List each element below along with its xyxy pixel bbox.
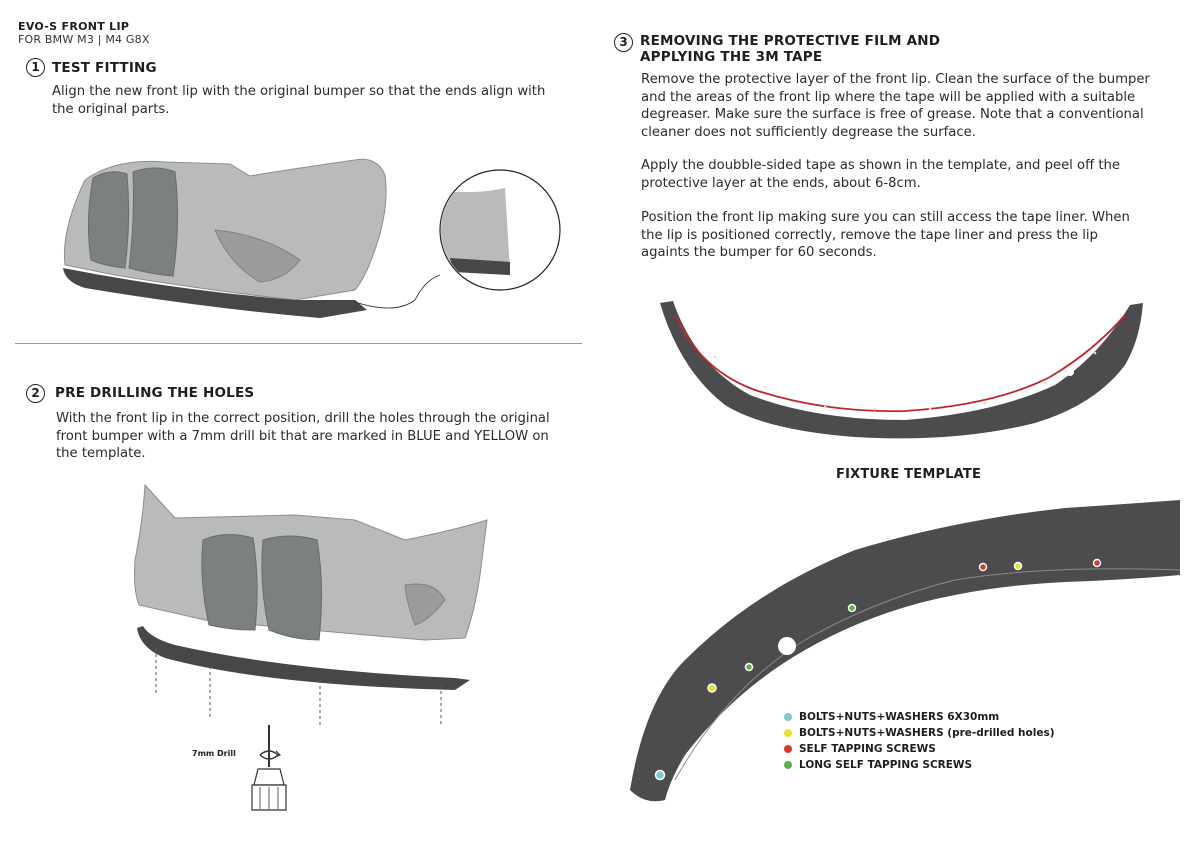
grille-left [201,534,258,631]
legend-label: BOLTS+NUTS+WASHERS 6X30mm [799,711,1000,723]
legend-item: SELF TAPPING SCREWS [784,741,1055,757]
hole-bolt-6x30 [654,769,666,781]
step-1-title: TEST FITTING [52,60,157,76]
step-3-lip-tape-illustration [660,301,1143,439]
drill-label: 7mm Drill [192,749,236,758]
legend-label: BOLTS+NUTS+WASHERS (pre-drilled holes) [799,727,1055,739]
legend-item: LONG SELF TAPPING SCREWS [784,757,1055,773]
step-2-illustration [134,483,488,725]
legend-dot-green-icon [784,761,792,769]
step-2-number: 2 [26,384,45,403]
fixture-template-title: FIXTURE TEMPLATE [836,467,982,482]
template-lip-shape [630,500,1180,802]
step-3-title-line1: REMOVING THE PROTECTIVE FILM AND [640,33,941,49]
hole-long-screw [744,662,754,672]
legend-dot-cyan-icon [784,713,792,721]
hole-self-tapping [1092,558,1102,568]
fixture-template-illustration [630,500,1181,802]
template-hole-large [778,637,796,655]
legend-item: BOLTS+NUTS+WASHERS (pre-drilled holes) [784,725,1055,741]
hole-self-tapping [978,562,988,572]
step-3-title-line2: APPLYING THE 3M TAPE [640,49,823,65]
fixture-legend: BOLTS+NUTS+WASHERS 6X30mm BOLTS+NUTS+WAS… [784,709,1055,773]
legend-label: LONG SELF TAPPING SCREWS [799,759,973,771]
hole-predrilled [707,683,717,693]
hole-long-screw [847,603,857,613]
legend-dot-yellow-icon [784,729,792,737]
step-3-paragraph-1: Remove the protective layer of the front… [641,72,1150,140]
hole-predrilled [1013,561,1023,571]
step-1-illustration [63,158,561,318]
step-1-text: Align the new front lip with the origina… [52,84,546,117]
front-lip-shape [660,301,1143,439]
legend-label: SELF TAPPING SCREWS [799,743,936,755]
grille-right [128,167,179,277]
step-2-title: PRE DRILLING THE HOLES [55,385,255,401]
section-divider [15,343,582,344]
front-lip-shape [137,626,470,690]
document-title: EVO-S FRONT LIP [18,20,130,33]
step-3-paragraph-2: Apply the doubble-sided tape as shown in… [641,158,1121,191]
air-intake [404,583,446,626]
legend-item: BOLTS+NUTS+WASHERS 6X30mm [784,709,1055,725]
grille-left [87,171,130,269]
step-2-text: With the front lip in the correct positi… [56,411,550,461]
document-subtitle: FOR BMW M3 | M4 G8X [18,33,150,46]
drill-icon [251,725,287,811]
legend-dot-red-icon [784,745,792,753]
step-3-number: 3 [614,33,633,52]
step-1-number: 1 [26,58,45,77]
front-lip-shape [63,268,367,318]
grille-right [261,535,323,641]
step-3-paragraph-3: Position the front lip making sure you c… [641,210,1130,260]
air-intake [214,229,301,283]
tape-line [674,314,1126,413]
